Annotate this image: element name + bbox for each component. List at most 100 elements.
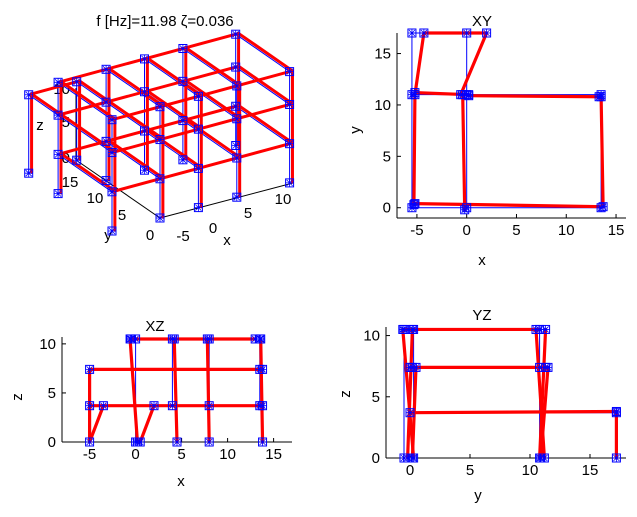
x-tick-label: -5 xyxy=(176,228,189,245)
xz-node-star xyxy=(205,438,214,446)
yz-node-star xyxy=(612,454,621,462)
deformed-member-3d xyxy=(237,104,294,145)
node-3d-star xyxy=(285,67,294,76)
deformed-member-3d xyxy=(107,67,165,108)
xz-node-star xyxy=(258,365,267,374)
xy-y-axis-label: y xyxy=(347,126,364,134)
node-3d-star xyxy=(231,102,240,111)
xy-deformed-member xyxy=(599,95,605,209)
node-3d-star xyxy=(54,78,63,87)
xz-node-star xyxy=(170,334,179,343)
node-3d-star xyxy=(285,139,294,148)
xz-node-star xyxy=(168,401,177,410)
node-3d-star xyxy=(194,164,203,173)
xy-node-star xyxy=(464,91,473,100)
node-3d-star xyxy=(231,30,240,39)
deformed-member-3d xyxy=(107,99,165,141)
xz-z-axis-label: z xyxy=(9,393,26,401)
xy-x-tick-label: 5 xyxy=(512,222,520,239)
xy-deformed-member xyxy=(413,31,426,97)
node-3d-star xyxy=(24,169,33,178)
yz-x-tick-label: 0 xyxy=(406,462,414,479)
node-3d-star xyxy=(232,193,241,202)
yz-node-star xyxy=(398,325,407,334)
node-3d-star xyxy=(24,90,33,99)
xz-node-star xyxy=(127,334,135,343)
x-axis-line xyxy=(159,182,294,219)
yz-node-star xyxy=(535,363,544,372)
xy-node-star xyxy=(410,88,419,97)
yz-node-star xyxy=(532,325,540,334)
yz-node-star xyxy=(541,363,550,372)
panel-xz-title: XZ xyxy=(145,318,164,335)
x-tick-label: 5 xyxy=(244,205,252,222)
undeformed-member-3d xyxy=(57,153,113,193)
panel-xy-title: XY xyxy=(472,13,492,30)
node-3d-star xyxy=(140,126,149,135)
xz-x-tick-label: 5 xyxy=(177,446,185,463)
undeformed-member-3d xyxy=(144,130,199,169)
xz-deformed-member xyxy=(87,404,106,444)
node-3d-star xyxy=(178,44,187,53)
xy-node-star xyxy=(407,29,416,37)
yz-x-tick-label: 10 xyxy=(522,462,539,479)
yz-node-star xyxy=(403,454,412,462)
y-tick-label: 10 xyxy=(87,190,104,207)
z-axis-label: z xyxy=(36,117,44,134)
node-3d-star xyxy=(54,150,63,159)
xy-x-tick-label: 15 xyxy=(608,222,625,239)
xz-y-tick-label: 10 xyxy=(39,336,56,353)
xz-x-tick-label: 10 xyxy=(219,446,236,463)
xy-node-star xyxy=(597,203,606,212)
undeformed-member-3d xyxy=(105,68,161,108)
deformed-member-3d xyxy=(145,56,203,98)
node-3d-star xyxy=(231,63,240,72)
undeformed-member-3d xyxy=(235,105,290,145)
node-3d-star xyxy=(178,77,187,86)
xz-node-star xyxy=(150,401,158,410)
node-3d-star xyxy=(72,77,81,86)
xz-node-star xyxy=(85,401,94,410)
undeformed-member-3d xyxy=(144,58,199,97)
deformed-member-3d xyxy=(237,64,294,106)
undeformed-member-3d xyxy=(235,33,290,73)
xz-node-star xyxy=(258,401,267,410)
xy-x-tick-label: 10 xyxy=(558,222,575,239)
deformed-member-3d xyxy=(59,64,241,116)
y-tick-label: 15 xyxy=(62,174,79,191)
yz-x-tick-label: 15 xyxy=(582,462,599,479)
deformed-member-3d xyxy=(237,31,294,73)
y-tick-label: 5 xyxy=(118,207,126,224)
structure-3d-wireframe xyxy=(24,29,295,236)
xy-node-star xyxy=(419,29,428,37)
deformed-member-3d xyxy=(59,80,117,121)
xy-deformed-member xyxy=(459,31,489,97)
xy-y-tick-label: 5 xyxy=(383,148,391,165)
xy-x-axis-label: x xyxy=(478,252,486,269)
xz-node-star xyxy=(99,401,108,410)
y-tick-label: 0 xyxy=(146,227,154,244)
node-3d-star xyxy=(194,125,203,134)
xy-node-star xyxy=(458,90,467,99)
yz-y-axis-label: y xyxy=(474,487,482,504)
xy-deformed-member xyxy=(467,94,601,99)
xz-node-star xyxy=(136,438,145,446)
xy-x-tick-label: -5 xyxy=(410,222,423,239)
node-3d-star xyxy=(178,155,187,164)
node-3d-star xyxy=(156,102,164,111)
xz-x-tick-label: 15 xyxy=(265,446,282,463)
yz-deformed-member xyxy=(406,327,414,460)
node-3d-star xyxy=(102,176,111,185)
yz-node-star xyxy=(406,408,414,417)
yz-deformed-member xyxy=(408,409,619,415)
node-3d-star xyxy=(156,174,164,183)
deformed-member-3d xyxy=(113,102,294,154)
panel-yz-title: YZ xyxy=(472,307,491,324)
xz-deformed-member xyxy=(138,404,156,444)
node-3d-star xyxy=(72,156,81,165)
